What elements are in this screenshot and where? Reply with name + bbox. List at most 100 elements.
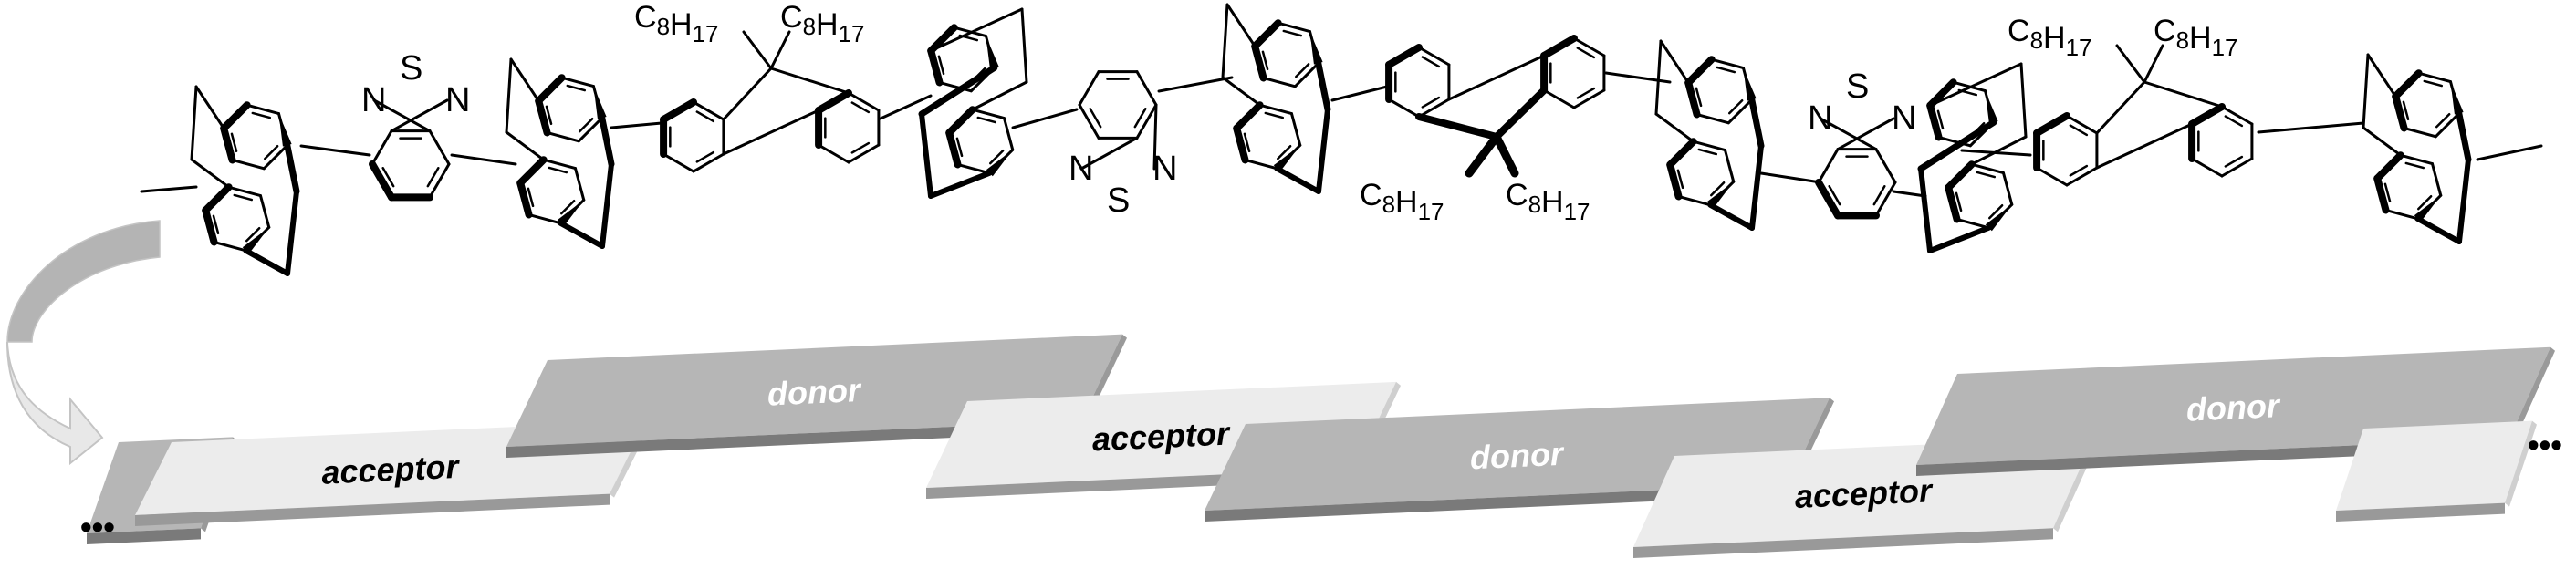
bold-bond [2033,112,2070,137]
label-part: 8 [1528,191,1541,218]
double-bond [2402,100,2410,121]
label-part: 17 [2212,34,2238,61]
fluorene-biaryl-bond [1447,54,1546,101]
linker-bond [1330,85,1389,102]
bold-bond [2392,69,2423,100]
ring-bond [1695,112,1730,125]
double-bond [1261,50,1269,71]
bridge-bond-bold [600,161,614,249]
slab-front-edge [135,493,610,526]
label-part: 8 [803,13,816,40]
left-ellipsis: ••• [80,508,115,545]
bridge-bond [1654,39,1663,116]
fluorene-c9-bond [769,67,850,95]
fluorene-c9-bond [1415,113,1500,140]
ring-bond [1078,70,1100,107]
ring-bond [2434,111,2461,139]
btd-bond [1152,103,1158,171]
label-part: C [780,0,803,35]
slab-side-face [2505,420,2537,507]
bold-bond [1251,19,1282,50]
ring-bond [428,162,451,199]
fluorene-right-ring [2188,103,2254,178]
bridge-bond-bold [1316,107,1330,194]
ring-bond [213,240,247,253]
bridge-bond-bold [1917,119,1997,172]
acceptor-slab [2336,420,2537,522]
bridge-bond [1221,76,1262,107]
label-part: 17 [1418,198,1444,225]
fluorene-c9-bond [722,67,773,121]
ring-bond [546,130,580,143]
curved-arrow [6,220,161,466]
double-bond [1676,169,1684,190]
ring-bond [2065,114,2099,135]
double-bond [1276,144,1292,160]
label-part: H [1395,185,1418,220]
donor-label: donor [1469,435,1566,477]
double-bond [251,111,272,119]
bold-bond [1926,78,1957,109]
arrow-head [6,341,104,466]
double-bond [1243,132,1251,153]
bold-bond [369,160,395,202]
double-bond [1872,185,1886,206]
bridge-bond-bold [918,64,998,118]
btd-bond [1079,136,1139,171]
bridge-bond [1020,7,1028,84]
bridge-bond-bold [1749,143,1764,231]
bridge-bond-bold [284,141,300,195]
octyl-label-right: C8H17 [780,0,865,47]
ring-bond [1135,70,1158,107]
ring-bond [662,152,695,173]
slab-front-edge [2336,502,2505,522]
fluorene-biaryl-bond [722,109,820,156]
ring-bond [1078,103,1100,140]
ring-bond [692,152,725,173]
ring-bond [1874,148,1897,184]
fluorene-c9-bond [2095,80,2146,135]
arrow-body-upper [6,220,161,343]
ring-bond [817,143,850,164]
linker-bond [1960,149,2032,157]
paracyclophane-3 [918,7,1028,199]
bold-bond [945,106,976,137]
bridge-bond-bold [919,111,933,199]
label-part: C [2008,14,2030,48]
double-bond [212,214,220,235]
nitrogen-atom-label: N [361,81,386,119]
bridge-bond [505,130,546,161]
double-bond [566,84,587,92]
ring-bond [1572,88,1606,109]
octyl-bond [1492,132,1519,178]
double-bond [1133,108,1147,129]
wedge-bond [557,200,584,227]
slab-side-face [2509,346,2555,442]
bridge-bond-bold [1748,96,1765,150]
bridge-bond-bold [2414,215,2462,244]
ring-bond [2190,157,2224,178]
linker-bond [1157,76,1234,93]
double-bond [381,167,395,188]
fluorene-c9-bond [2143,80,2224,109]
paracyclophane-6 [1917,62,2028,253]
nitrogen-atom-label: N [1892,99,1916,138]
double-bond [1987,203,2004,220]
double-bond [1576,47,1596,59]
bridge-bond [194,85,225,130]
bridge-bond-bold [558,220,605,249]
double-bond [1695,87,1703,108]
double-bond [1976,171,1997,179]
ring-bond [2384,208,2419,221]
double-bond [545,105,553,126]
label-part: 8 [1382,191,1395,218]
bold-bond [1945,160,1976,191]
label-part: C [2154,14,2176,48]
double-bond [1294,62,1310,78]
double-bond [988,149,1005,165]
bridge-bond [2366,53,2397,98]
double-bond [2404,161,2425,170]
ring-bond [971,108,1006,120]
